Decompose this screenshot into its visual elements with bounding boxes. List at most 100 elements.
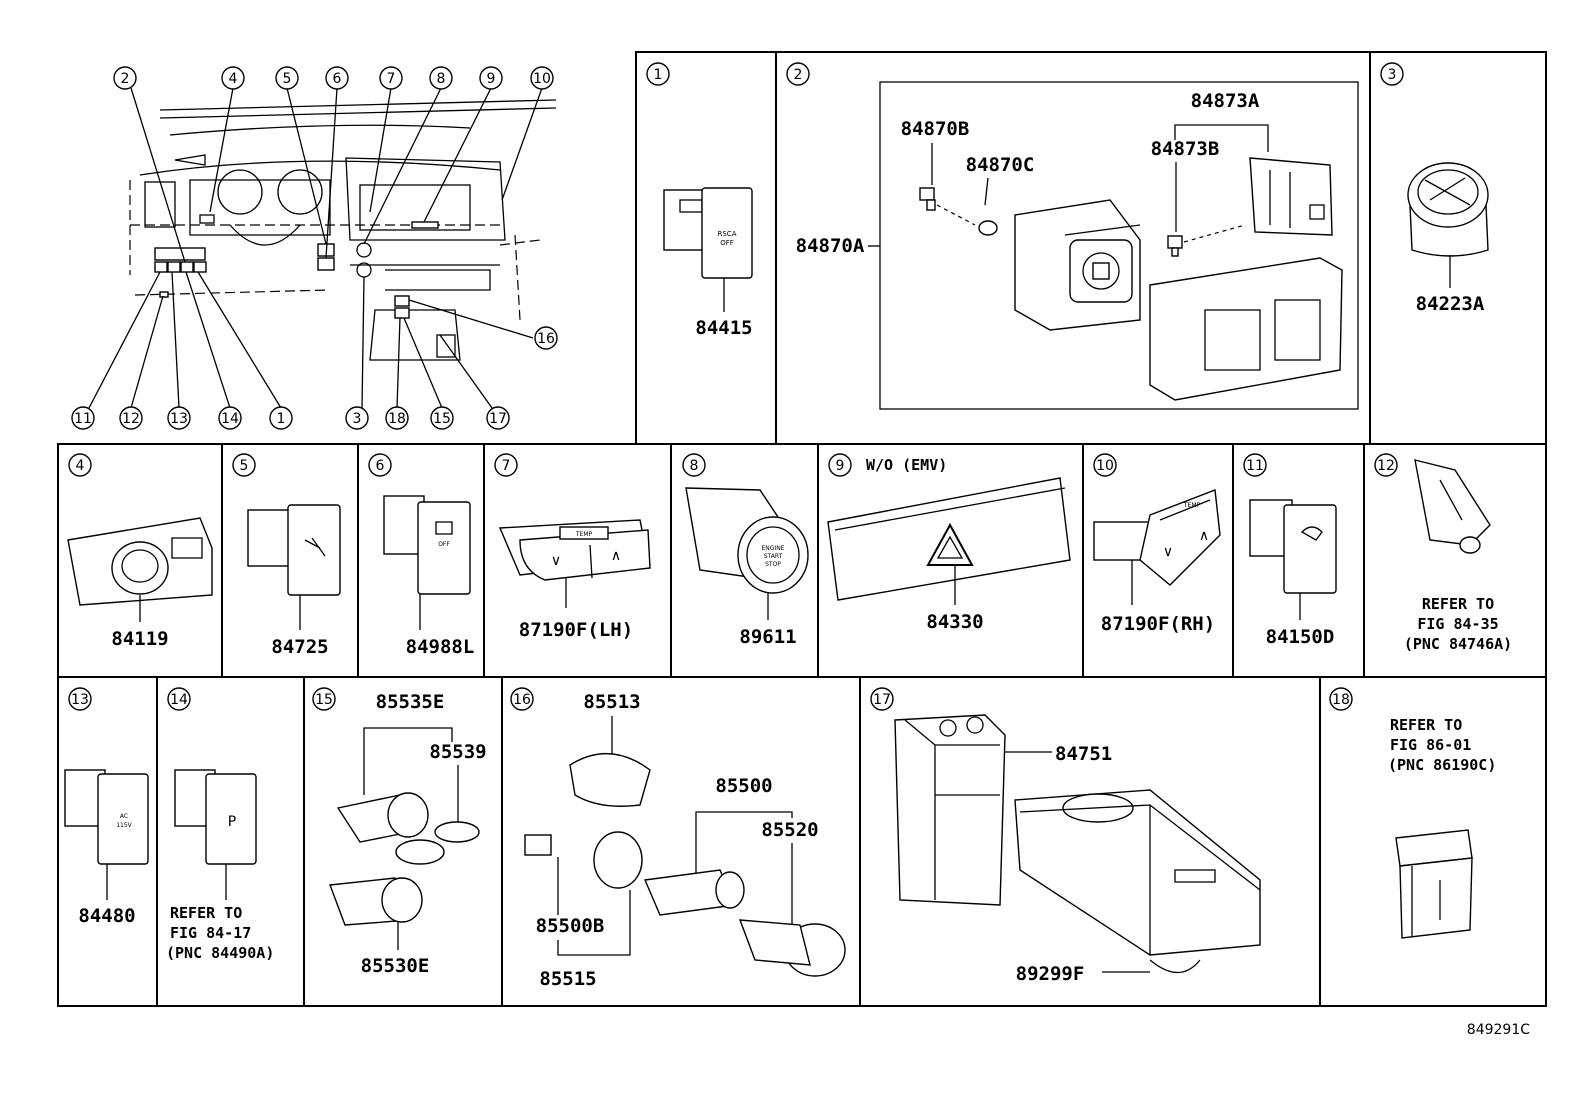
cell-title: W/O (EMV) [866,456,947,474]
refer-note: REFER TO [1422,595,1494,613]
part-label: 84873B [1151,138,1220,160]
cell-14: 14 P REFER TO FIG 84-17 (PNC 84490A) [166,687,274,962]
svg-text:6: 6 [333,71,342,87]
svg-text:AC: AC [120,813,128,820]
svg-text:13: 13 [71,692,89,708]
svg-text:1: 1 [277,411,286,427]
svg-text:7: 7 [502,458,511,474]
svg-text:2: 2 [121,71,130,87]
control-panel-switch [894,714,1006,906]
svg-text:1: 1 [654,67,663,83]
cell-15: 15 85535E 85539 85530E [312,687,487,977]
grid-frame [57,51,1547,1007]
part-label: 85515 [539,968,596,990]
svg-text:10: 10 [1096,458,1114,474]
part-label: 85535E [376,691,445,713]
part-label: 84119 [111,628,168,650]
callout-1: 1 [269,406,293,430]
cell-16: 16 85513 85500 85520 85500B 85515 [510,687,846,990]
switch-bezel [1149,257,1343,401]
refer-note: REFER TO [170,904,242,922]
part-label: 84870C [966,154,1035,176]
part-label: 89299F [1016,963,1085,985]
callout-15: 15 [430,406,454,430]
part-label: 84415 [695,317,752,339]
part-label: 84480 [78,905,135,927]
cell-6: 6 OFF 84988L [368,453,474,658]
svg-text:14: 14 [170,692,188,708]
svg-text:∧: ∧ [611,548,621,564]
svg-text:16: 16 [513,692,531,708]
part-label: 84150D [1266,626,1335,648]
svg-text:3: 3 [1388,67,1397,83]
cell-5: 5 84725 [232,453,341,658]
part-label: 85539 [429,741,486,763]
part-label: 84330 [926,611,983,633]
svg-text:TEMP: TEMP [1183,502,1201,509]
callout-12: 12 [119,406,143,430]
plug-icon [1167,235,1183,257]
svg-text:RSCA: RSCA [718,230,737,238]
part-label: 85530E [361,955,430,977]
svg-text:OFF: OFF [720,239,734,247]
dashboard-overview: 2 4 5 6 7 8 9 10 11 12 13 14 1 3 18 15 1… [71,66,558,430]
hazard-triangle-icon [926,522,974,566]
svg-text:ENGINE: ENGINE [762,545,785,552]
svg-text:5: 5 [240,458,249,474]
part-label: 85500 [715,775,772,797]
svg-text:14: 14 [221,411,239,427]
svg-text:10: 10 [533,71,551,87]
callout-11: 11 [71,406,95,430]
socket-icon [336,792,445,865]
callout-14: 14 [218,406,242,430]
callout-9: 9 [479,66,503,90]
svg-text:3: 3 [353,411,362,427]
part-label: 85520 [761,819,818,841]
svg-text:18: 18 [388,411,406,427]
svg-text:TEMP: TEMP [575,531,593,538]
callout-8: 8 [429,66,453,90]
part-label: 87190F(RH) [1101,613,1215,635]
svg-text:7: 7 [387,71,396,87]
svg-text:START: START [764,553,783,560]
svg-text:11: 11 [1246,458,1264,474]
svg-text:13: 13 [170,411,188,427]
svg-text:P: P [228,814,236,830]
svg-text:12: 12 [122,411,140,427]
svg-text:4: 4 [76,458,85,474]
svg-text:5: 5 [283,71,292,87]
svg-text:15: 15 [433,411,451,427]
socket-icon-2 [329,877,423,926]
part-label: 84873A [1191,90,1260,112]
part-label: 84870B [901,118,970,140]
svg-text:STOP: STOP [765,561,781,568]
cell-10: 10 TEMP ∨ ∧ 87190F(RH) [1093,453,1221,635]
refer-note: (PNC 86190C) [1388,756,1496,774]
screw-icon [919,187,936,211]
cell-18: 18 REFER TO FIG 86-01 (PNC 86190C) [1329,687,1496,939]
svg-text:9: 9 [836,458,845,474]
cell-2: 2 84873A 84870B 84870C 84873B 84870A [786,62,1359,410]
svg-text:115V: 115V [116,822,132,829]
svg-text:∧: ∧ [1199,528,1209,544]
cell-1: 1 RSCA OFF 84415 [646,62,753,339]
refer-note: FIG 84-17 [170,924,251,942]
figure-code: 849291C [1467,1022,1530,1038]
svg-text:15: 15 [315,692,333,708]
cell-17: 17 84751 89299F [870,687,1261,985]
cell-12: 12 REFER TO FIG 84-35 (PNC 84746A) [1374,453,1512,653]
refer-note: (PNC 84746A) [1404,635,1512,653]
svg-text:4: 4 [229,71,238,87]
callout-10: 10 [530,66,554,90]
callout-5: 5 [275,66,299,90]
rotary-knob [1407,162,1489,257]
callout-18: 18 [385,406,409,430]
power-window-switch [1249,157,1333,236]
svg-text:2: 2 [794,67,803,83]
svg-text:16: 16 [537,331,555,347]
part-label: 84223A [1416,293,1485,315]
callout-13: 13 [167,406,191,430]
cell-9: 9 W/O (EMV) 84330 [827,453,1071,633]
cell-8: 8 ENGINE START STOP 89611 [682,453,809,648]
